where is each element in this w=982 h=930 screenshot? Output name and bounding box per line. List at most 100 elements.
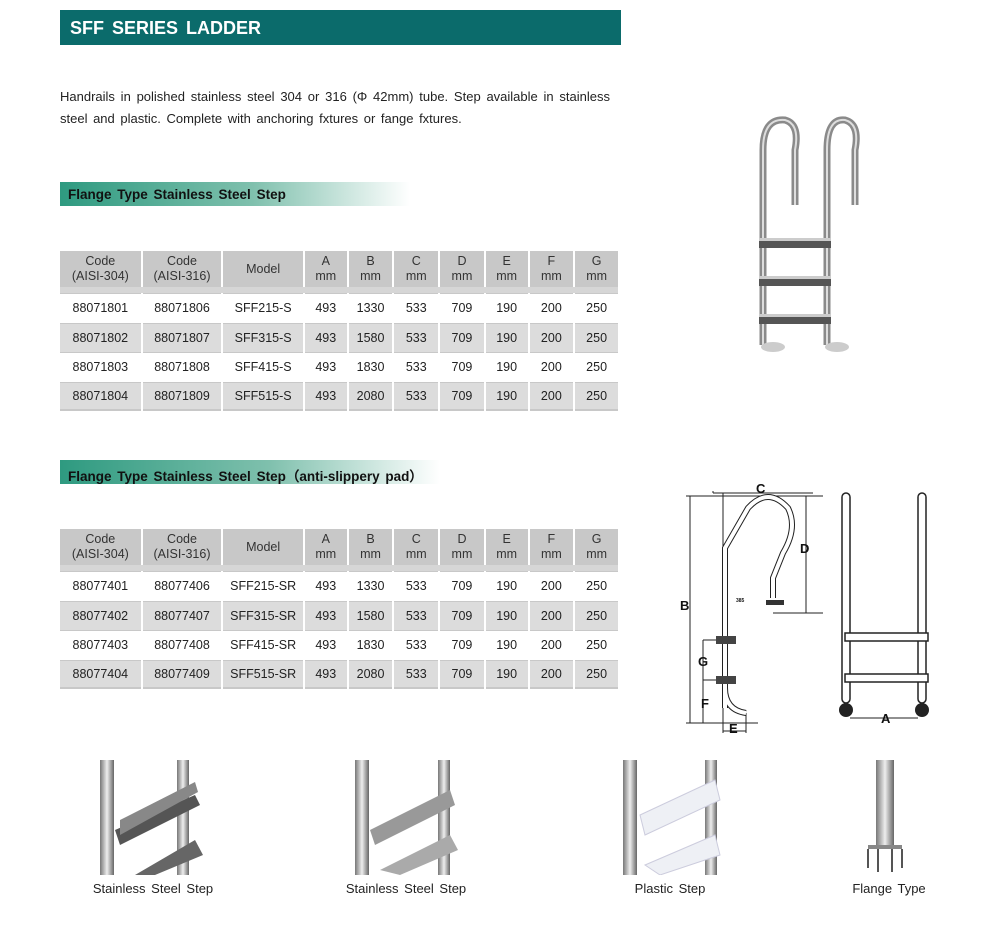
table-cell: 88071808 [142, 352, 222, 382]
table-cell: 250 [575, 322, 618, 352]
table-cell: 709 [440, 322, 484, 352]
table-cell: 493 [304, 630, 347, 660]
table-cell: 250 [575, 630, 618, 660]
table-cell: 88077407 [142, 600, 222, 630]
table-cell: 1830 [348, 352, 393, 382]
caption-flange-type: Flange Type [852, 881, 926, 896]
table-cell: 200 [529, 659, 574, 689]
table-cell: SFF515-S [223, 381, 303, 411]
column-header-unit: (AISI-316) [153, 269, 211, 283]
table-cell: 88077404 [60, 659, 141, 689]
column-header-label: Model [246, 261, 281, 276]
column-header: Model [223, 529, 303, 565]
table-cell: 533 [394, 381, 439, 411]
table-cell: 88071809 [142, 381, 222, 411]
caption-stainless-step-2: Stainless Steel Step [345, 881, 467, 896]
table-cell: 709 [440, 381, 484, 411]
column-header-label: Code [167, 254, 197, 268]
page-title: SFF SERIES LADDER [60, 10, 621, 45]
table-cell: 200 [529, 322, 574, 352]
table-cell: 190 [485, 352, 528, 382]
intro-text: Handrails in polished stainless steel 30… [60, 89, 610, 126]
flange-type-photo [867, 760, 903, 872]
table-cell: 250 [575, 659, 618, 689]
table-cell: 88077406 [142, 571, 222, 601]
dim-label-c: C [756, 481, 766, 496]
table-cell: 88071802 [60, 322, 141, 352]
table-cell: 533 [394, 571, 439, 601]
column-header: Model [223, 251, 303, 287]
table-cell: 709 [440, 659, 484, 689]
table-cell: 88071806 [142, 293, 222, 323]
table-cell: 709 [440, 571, 484, 601]
ladder-photo [759, 116, 860, 352]
column-header-label: Code [85, 532, 116, 546]
column-header: Code(AISI-316) [142, 529, 222, 565]
column-header-label: D [457, 532, 467, 546]
table-cell: 88071807 [142, 322, 222, 352]
section-heading-1: Flange Type Stainless Steel Step [60, 182, 410, 206]
table-cell: 200 [529, 600, 574, 630]
stainless-step-photo-2 [355, 760, 458, 875]
table-cell: 200 [529, 352, 574, 382]
table-cell: 88071801 [60, 293, 141, 323]
column-header-label: C [411, 254, 421, 268]
table-cell: 1830 [348, 630, 393, 660]
table-cell: 709 [440, 352, 484, 382]
table-cell: 533 [394, 600, 439, 630]
table-cell: 200 [529, 293, 574, 323]
table-cell: 493 [304, 659, 347, 689]
table-cell: SFF515-SR [223, 659, 303, 689]
table-cell: 250 [575, 381, 618, 411]
column-header: Code(AISI-304) [60, 529, 141, 565]
column-header-unit: mm [496, 269, 518, 283]
column-header-unit: mm [586, 269, 608, 283]
table-cell: 250 [575, 600, 618, 630]
column-header-label: Code [85, 254, 116, 268]
dim-label-b: B [680, 598, 689, 613]
table-cell: 200 [529, 630, 574, 660]
column-header-unit: (AISI-304) [71, 547, 129, 561]
table-cell: 533 [394, 659, 439, 689]
column-header-label: A [321, 254, 330, 268]
column-header-unit: mm [586, 547, 608, 561]
table-cell: 533 [394, 293, 439, 323]
table-cell: 200 [529, 381, 574, 411]
column-header-unit: mm [315, 269, 337, 283]
table-cell: 709 [440, 600, 484, 630]
table-cell: 2080 [348, 659, 393, 689]
table-cell: SFF215-S [223, 293, 303, 323]
table-cell: 190 [485, 571, 528, 601]
table-cell: 709 [440, 293, 484, 323]
table-cell: 1580 [348, 600, 393, 630]
dim-label-e: E [729, 721, 738, 736]
column-header-unit: (AISI-304) [71, 269, 129, 283]
table-cell: SFF415-SR [223, 630, 303, 660]
table-cell: 190 [485, 322, 528, 352]
table-cell: 190 [485, 381, 528, 411]
table-cell: SFF215-SR [223, 571, 303, 601]
column-header-label: C [411, 532, 421, 546]
table-cell: 493 [304, 322, 347, 352]
plastic-step-photo [623, 760, 721, 875]
column-header-label: B [366, 532, 375, 546]
column-header-label: E [502, 532, 511, 546]
table-cell: SFF415-S [223, 352, 303, 382]
column-header-label: D [457, 254, 467, 268]
table-cell: 533 [394, 352, 439, 382]
table-cell: 493 [304, 352, 347, 382]
table-cell: 2080 [348, 381, 393, 411]
table-cell: 88077408 [142, 630, 222, 660]
